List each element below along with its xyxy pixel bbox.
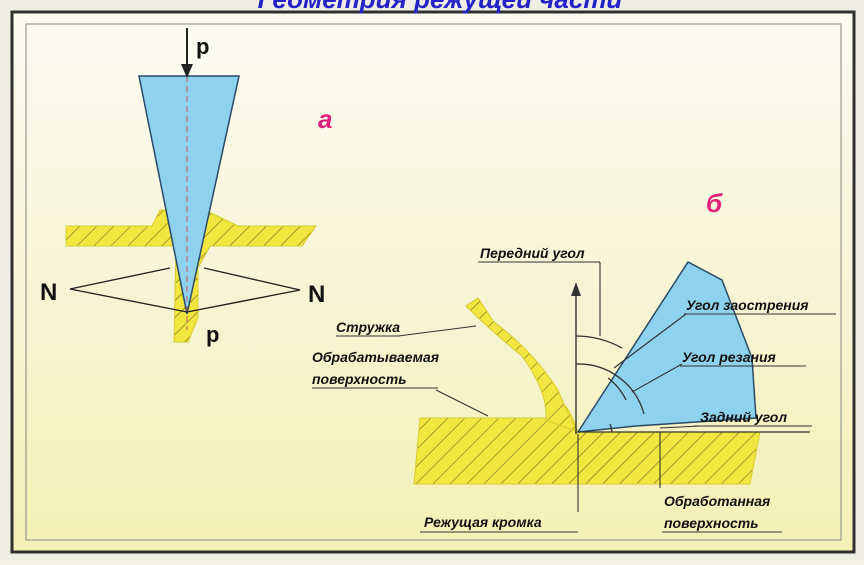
- normal-label-left: N: [40, 279, 57, 306]
- wedge-tool: [138, 75, 240, 315]
- label-cutting-angle: Угол резания: [682, 349, 776, 365]
- inner-frame: [25, 23, 842, 541]
- label-underlines: [312, 261, 836, 533]
- label-machined-surface-1: Обработанная: [664, 493, 770, 509]
- cutting-tool: [576, 261, 757, 433]
- label-chip: Стружка: [336, 319, 400, 335]
- force-arrow-head: [181, 64, 193, 78]
- force-label-bottom: p: [206, 322, 219, 347]
- normal-force-lines: [69, 267, 301, 313]
- header-title: Геометрия режущей части: [258, 0, 623, 14]
- label-work-surface-1: Обрабатываемая: [312, 349, 439, 365]
- vertical-axis-head: [571, 282, 581, 296]
- label-rake-angle: Передний угол: [480, 245, 585, 261]
- panel-b: Передний угол Стружка Обрабатываемая пов…: [312, 188, 836, 533]
- panel-letter-b: б: [706, 188, 723, 218]
- label-wedge-angle: Угол заострения: [686, 297, 809, 313]
- angle-arcs: [575, 335, 645, 433]
- label-clearance-angle: Задний угол: [700, 409, 787, 425]
- leader-lines: [397, 262, 701, 512]
- panel-letter-a: а: [318, 104, 332, 134]
- label-machined-surface-2: поверхность: [664, 515, 759, 531]
- label-work-surface-2: поверхность: [312, 371, 407, 387]
- force-label-top: p: [196, 34, 209, 59]
- normal-label-right: N: [308, 281, 325, 308]
- panel-a: p p N N а: [40, 28, 332, 347]
- label-cutting-edge: Режущая кромка: [424, 514, 542, 530]
